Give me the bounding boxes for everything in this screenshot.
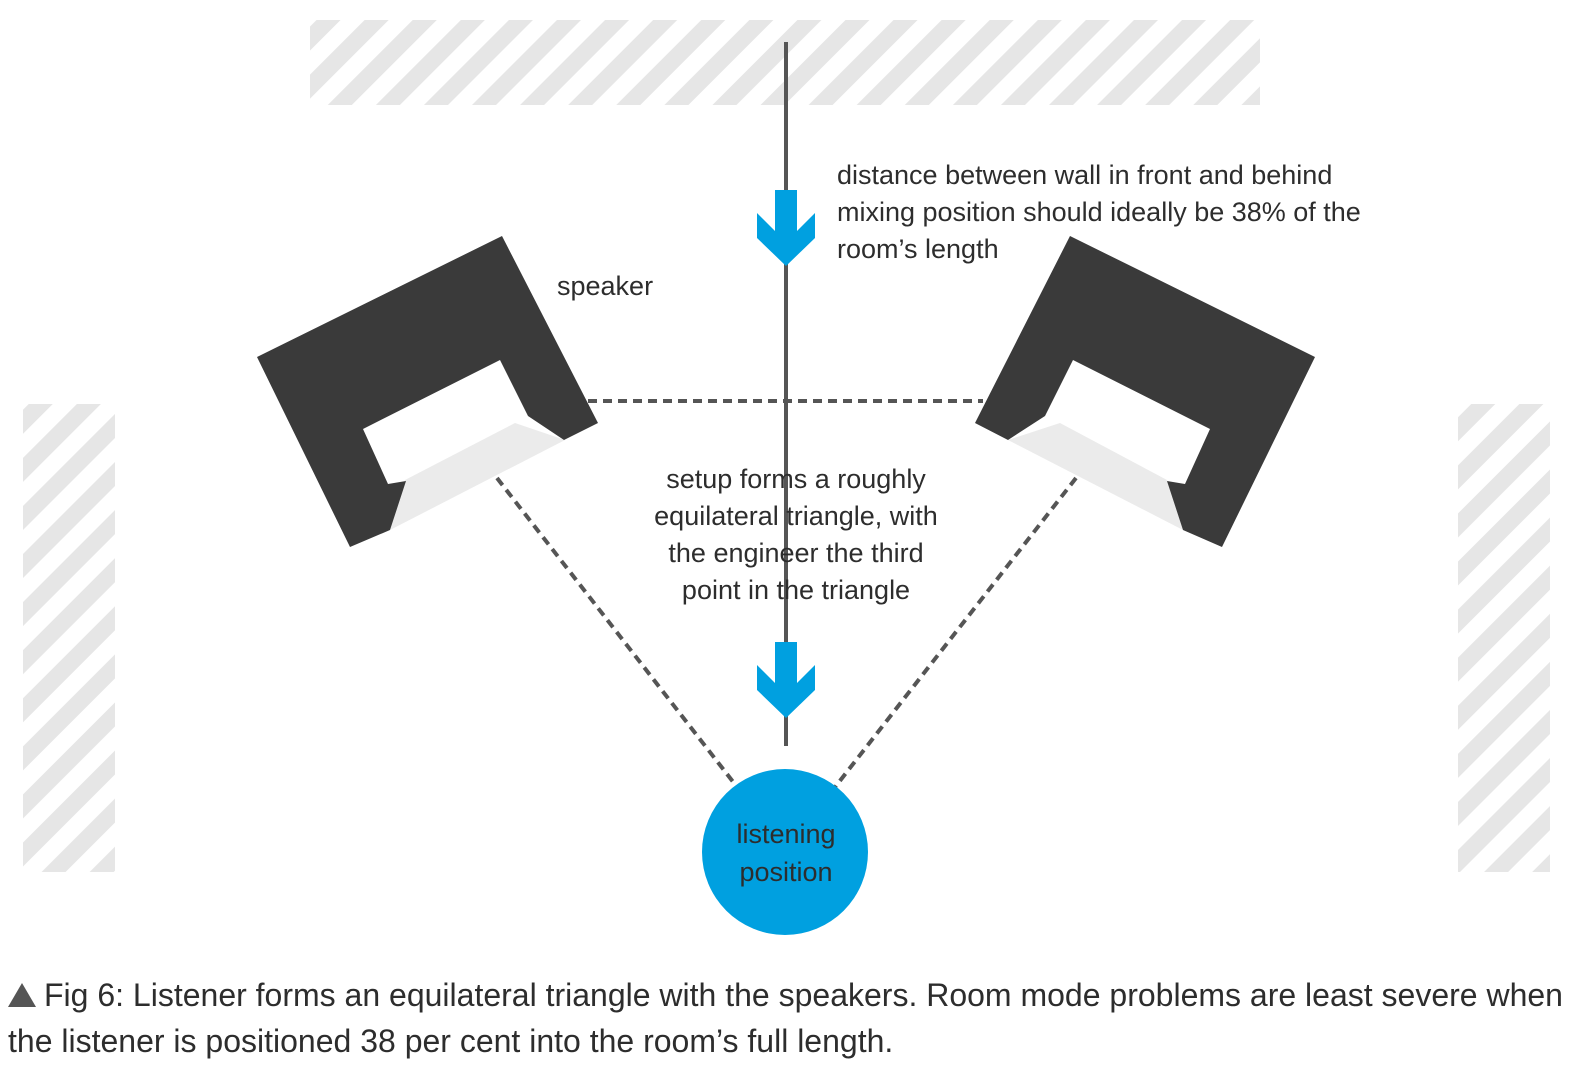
wall-distance-line: mixing position should ideally be 38% of… xyxy=(837,197,1361,227)
triangle-up-icon xyxy=(8,983,36,1007)
listener-label-line: listening xyxy=(736,819,835,849)
wall-distance-line: room’s length xyxy=(837,234,999,264)
triangle-note-line: the engineer the third xyxy=(668,538,923,568)
listening-position-label: listening position xyxy=(736,819,835,887)
triangle-note: setup forms a roughly equilateral triang… xyxy=(654,464,938,605)
figure-caption: Fig 6: Listener forms an equilateral tri… xyxy=(8,972,1568,1064)
wall-distance-note: distance between wall in front and behin… xyxy=(837,160,1361,264)
left-wall xyxy=(23,404,115,872)
chevron-down-icon xyxy=(757,190,815,266)
listening-position-circle xyxy=(702,769,868,935)
wall-distance-line: distance between wall in front and behin… xyxy=(837,160,1332,190)
chevron-down-icon xyxy=(757,642,815,718)
listener-label-line: position xyxy=(739,857,832,887)
right-wall xyxy=(1458,404,1550,872)
right-speaker xyxy=(975,236,1315,547)
speaker-label: speaker xyxy=(557,271,653,301)
left-speaker xyxy=(257,236,598,547)
triangle-note-line: setup forms a roughly xyxy=(666,464,926,494)
triangle-note-line: point in the triangle xyxy=(682,575,910,605)
right-speaker-beam xyxy=(1008,423,1183,530)
caption-text: Fig 6: Listener forms an equilateral tri… xyxy=(8,977,1563,1059)
left-speaker-beam xyxy=(390,423,565,530)
triangle-note-line: equilateral triangle, with xyxy=(654,501,938,531)
